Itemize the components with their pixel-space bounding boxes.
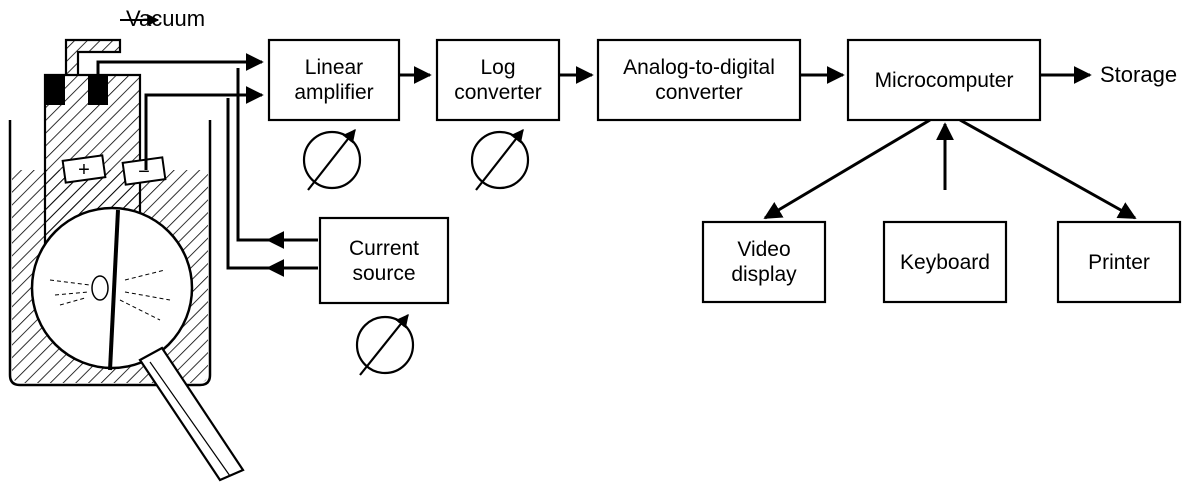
microcomputer-line1: Microcomputer xyxy=(874,68,1014,92)
meter-icon xyxy=(470,128,530,191)
electrode-plus-icon: + xyxy=(61,154,107,184)
keyboard-box xyxy=(882,220,1008,304)
storage-label: Storage xyxy=(1100,62,1178,87)
microcomputer-label: Microcomputer xyxy=(848,40,1040,120)
keyboard-label: Keyboard xyxy=(884,222,1006,302)
minus-label: − xyxy=(138,161,150,183)
electrode-minus-icon: − xyxy=(121,156,167,186)
vacuum-label: Vacuum xyxy=(126,6,206,31)
linear-amplifier-label: Linear amplifier xyxy=(269,40,399,120)
adc-line1: Analog-to-digital xyxy=(623,56,775,79)
adc-line2: converter xyxy=(655,81,743,104)
electrochemical-cell: + − xyxy=(8,38,245,482)
printer-line1: Printer xyxy=(1088,250,1150,274)
stopper-left xyxy=(45,75,65,105)
video-display-box xyxy=(701,220,827,304)
video-display-label: Video display xyxy=(703,222,825,302)
log-converter-label: Log converter xyxy=(437,40,559,120)
video-display-line1: Video xyxy=(737,238,791,261)
linear-amplifier-line2: amplifier xyxy=(294,81,374,104)
current-source-box xyxy=(318,216,450,305)
log-converter-line2: converter xyxy=(454,81,542,104)
meter-icon xyxy=(302,128,362,191)
printer-label: Printer xyxy=(1058,222,1180,302)
adc-label: Analog-to-digital converter xyxy=(598,40,800,120)
handle-icon xyxy=(138,346,245,482)
thermocouple-sphere-icon xyxy=(30,206,194,371)
linear-amplifier-box xyxy=(267,38,401,122)
plus-label: + xyxy=(78,159,90,181)
log-converter-line1: Log xyxy=(480,56,516,79)
meter-icon xyxy=(355,313,415,376)
current-source-line1: Current xyxy=(348,236,420,260)
video-display-line2: display xyxy=(731,263,797,286)
cell-vessel xyxy=(8,120,212,387)
printer-box xyxy=(1056,220,1182,304)
log-converter-box xyxy=(435,38,561,122)
current-source-line2: source xyxy=(352,261,416,285)
linear-amplifier-line1: Linear xyxy=(304,56,364,79)
microcomputer-box xyxy=(846,38,1042,122)
adc-box xyxy=(596,38,802,122)
current-source-label: Current source xyxy=(320,218,448,303)
stopper-right xyxy=(88,75,108,105)
block-boxes xyxy=(267,38,1182,305)
keyboard-line1: Keyboard xyxy=(900,250,990,274)
vacuum-tube xyxy=(64,38,122,76)
meter-icons xyxy=(302,128,530,376)
signal-wires xyxy=(96,53,1137,277)
